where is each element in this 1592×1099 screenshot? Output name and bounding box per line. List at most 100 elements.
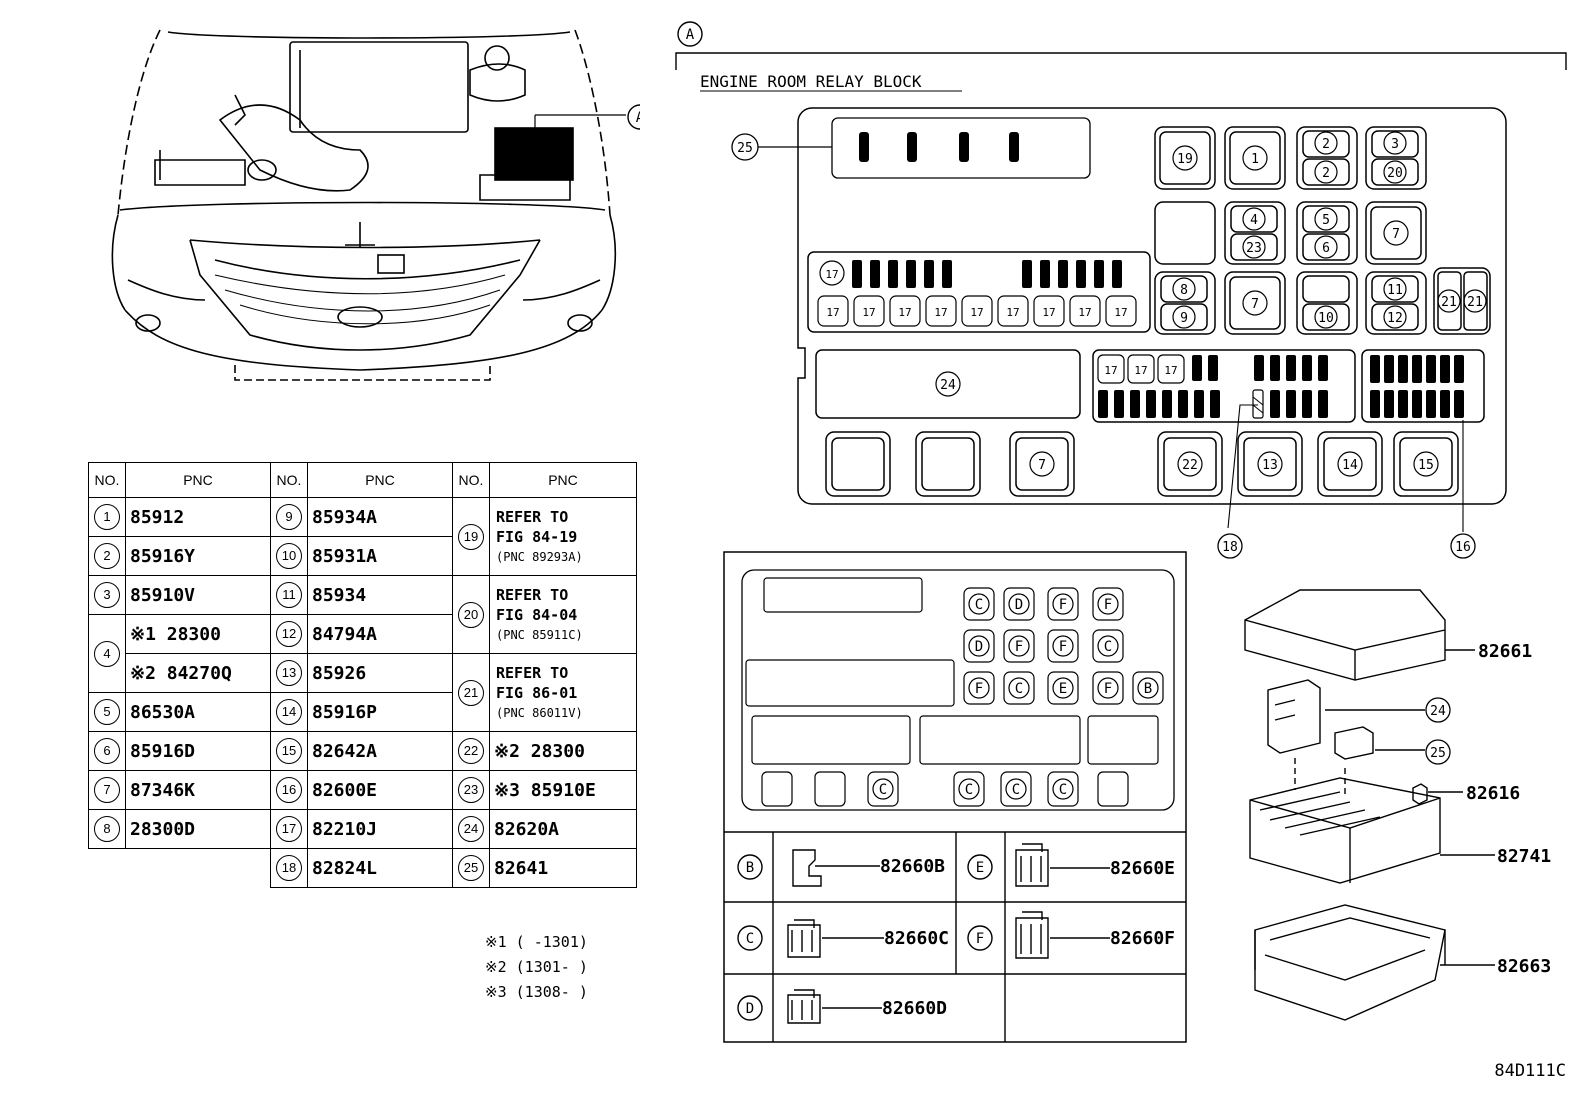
svg-text:17: 17 (1042, 306, 1055, 319)
svg-text:5: 5 (1322, 213, 1330, 228)
svg-text:D: D (1015, 597, 1023, 613)
svg-text:E: E (976, 860, 984, 876)
svg-text:D: D (975, 639, 983, 655)
part-number: 12 (276, 621, 302, 647)
svg-text:17: 17 (1078, 306, 1091, 319)
part-number: 11 (276, 582, 302, 608)
part-number: 22 (458, 738, 484, 764)
pnc-value: 82600E (307, 770, 453, 810)
svg-text:10: 10 (1318, 311, 1334, 326)
pnc-value: 85912 (125, 497, 271, 537)
table-row: 7 87346K 16 82600E 23 ※3 85910E (88, 770, 637, 810)
svg-text:17: 17 (825, 268, 838, 281)
svg-text:17: 17 (1114, 306, 1127, 319)
svg-text:9: 9 (1180, 311, 1188, 326)
svg-text:F: F (976, 931, 984, 947)
part-number: 16 (276, 777, 302, 803)
col-no-header: NO. (88, 462, 126, 498)
part-number: 7 (94, 777, 120, 803)
part-number: 14 (276, 699, 302, 725)
svg-text:3: 3 (1391, 137, 1399, 152)
part-number: 20 (458, 601, 484, 628)
svg-text:12: 12 (1387, 311, 1403, 326)
pnc-value: 82620A (489, 809, 637, 849)
part-82741: 82741 (1497, 846, 1551, 867)
callout-a-label: A (636, 110, 640, 126)
part-number: 18 (276, 855, 302, 881)
svg-text:E: E (1059, 681, 1067, 697)
svg-text:11: 11 (1387, 283, 1403, 298)
svg-text:4: 4 (1250, 213, 1258, 228)
pnc-value: ※3 85910E (489, 770, 637, 810)
svg-text:D: D (746, 1001, 754, 1017)
pnc-value: 28300D (125, 809, 271, 849)
date-notes: ※1 ( -1301) ※2 (1301- ) ※3 (1308- ) (485, 930, 588, 1005)
pnc-value: 85916Y (125, 536, 271, 576)
svg-text:F: F (1104, 681, 1112, 697)
note-line: ※2 (1301- ) (485, 958, 588, 976)
pnc-value: 84794A (307, 614, 453, 654)
svg-text:20: 20 (1387, 166, 1403, 181)
svg-text:24: 24 (940, 378, 956, 393)
table-row: 6 85916D 15 82642A 22 ※2 28300 (88, 731, 637, 771)
svg-text:2: 2 (1322, 166, 1330, 181)
engine-bay-illustration: A (111, 29, 640, 381)
svg-text:25: 25 (737, 141, 753, 156)
svg-text:7: 7 (1038, 458, 1046, 473)
pnc-value: 82641 (489, 848, 637, 888)
pnc-value: 85910V (125, 575, 271, 615)
table-row: 8 28300D 17 82210J 24 82620A (88, 809, 637, 849)
svg-text:19: 19 (1177, 152, 1193, 167)
svg-text:17: 17 (862, 306, 875, 319)
block-title: ENGINE ROOM RELAY BLOCK (700, 72, 922, 91)
svg-text:C: C (1015, 681, 1023, 697)
svg-text:21: 21 (1467, 295, 1483, 310)
svg-text:21: 21 (1441, 295, 1457, 310)
connector-pnc: 82660B (880, 856, 945, 877)
svg-text:14: 14 (1342, 458, 1358, 473)
svg-text:F: F (1015, 639, 1023, 655)
table-row: 18 82824L 25 82641 (89, 848, 637, 888)
part-number: 15 (276, 738, 302, 764)
col-pnc-header: PNC (125, 462, 271, 498)
svg-text:24: 24 (1430, 704, 1446, 719)
pnc-value: 85934 (307, 575, 453, 615)
svg-text:7: 7 (1392, 227, 1400, 242)
svg-text:F: F (1059, 639, 1067, 655)
svg-text:17: 17 (934, 306, 947, 319)
svg-text:C: C (746, 931, 754, 947)
svg-text:C: C (975, 597, 983, 613)
callout-a-section: A (686, 27, 695, 43)
pnc-value: ※2 28300 (489, 731, 637, 771)
col-no-header: NO. (452, 462, 490, 498)
part-82616: 82616 (1466, 783, 1520, 804)
svg-text:17: 17 (1104, 364, 1117, 377)
svg-text:C: C (1012, 782, 1020, 798)
part-number: 4 (94, 640, 120, 667)
pnc-value: 85916P (307, 692, 453, 732)
part-number: 3 (94, 582, 120, 608)
part-number: 21 (458, 679, 484, 706)
note-line: ※1 ( -1301) (485, 933, 588, 951)
connector-pnc: 82660C (884, 928, 949, 949)
svg-text:17: 17 (1164, 364, 1177, 377)
part-number: 24 (458, 816, 484, 842)
svg-text:17: 17 (898, 306, 911, 319)
svg-text:16: 16 (1455, 540, 1471, 555)
pnc-value: 85931A (307, 536, 453, 576)
col-pnc-header: PNC (307, 462, 453, 498)
part-number: 9 (276, 504, 302, 530)
pnc-value: 87346K (125, 770, 271, 810)
svg-text:15: 15 (1418, 458, 1434, 473)
part-number: 2 (94, 543, 120, 569)
part-number: 1 (94, 504, 120, 530)
part-number: 17 (276, 816, 302, 842)
connector-pnc: 82660F (1110, 928, 1175, 949)
part-82661: 82661 (1478, 641, 1532, 662)
svg-text:17: 17 (1006, 306, 1019, 319)
